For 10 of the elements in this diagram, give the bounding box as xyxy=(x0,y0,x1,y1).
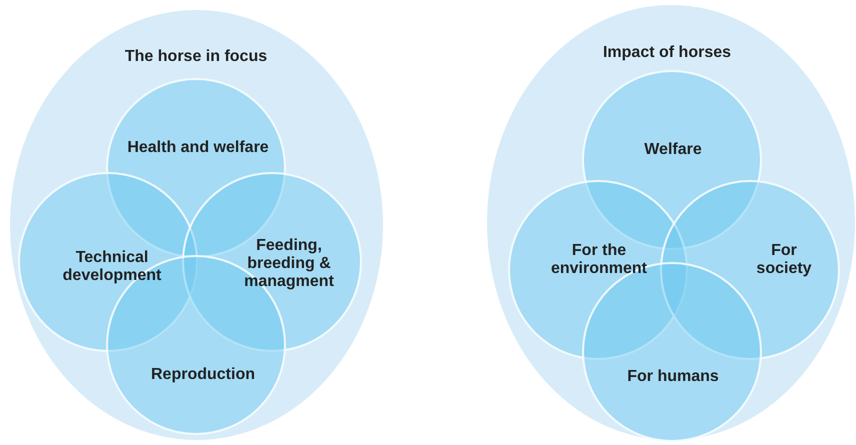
circle-label: Feeding, breeding & managment xyxy=(243,237,335,291)
group-title: The horse in focus xyxy=(124,48,268,66)
circle-label: Welfare xyxy=(643,141,703,159)
group-title: Impact of horses xyxy=(602,44,732,62)
circle-label: For society xyxy=(755,242,813,278)
circle-label: For the environment xyxy=(550,242,648,278)
circle-label: Technical development xyxy=(62,249,162,285)
circle-label: Reproduction xyxy=(150,366,256,384)
circle-label: Health and welfare xyxy=(126,139,270,157)
circle-label: For humans xyxy=(626,368,720,386)
